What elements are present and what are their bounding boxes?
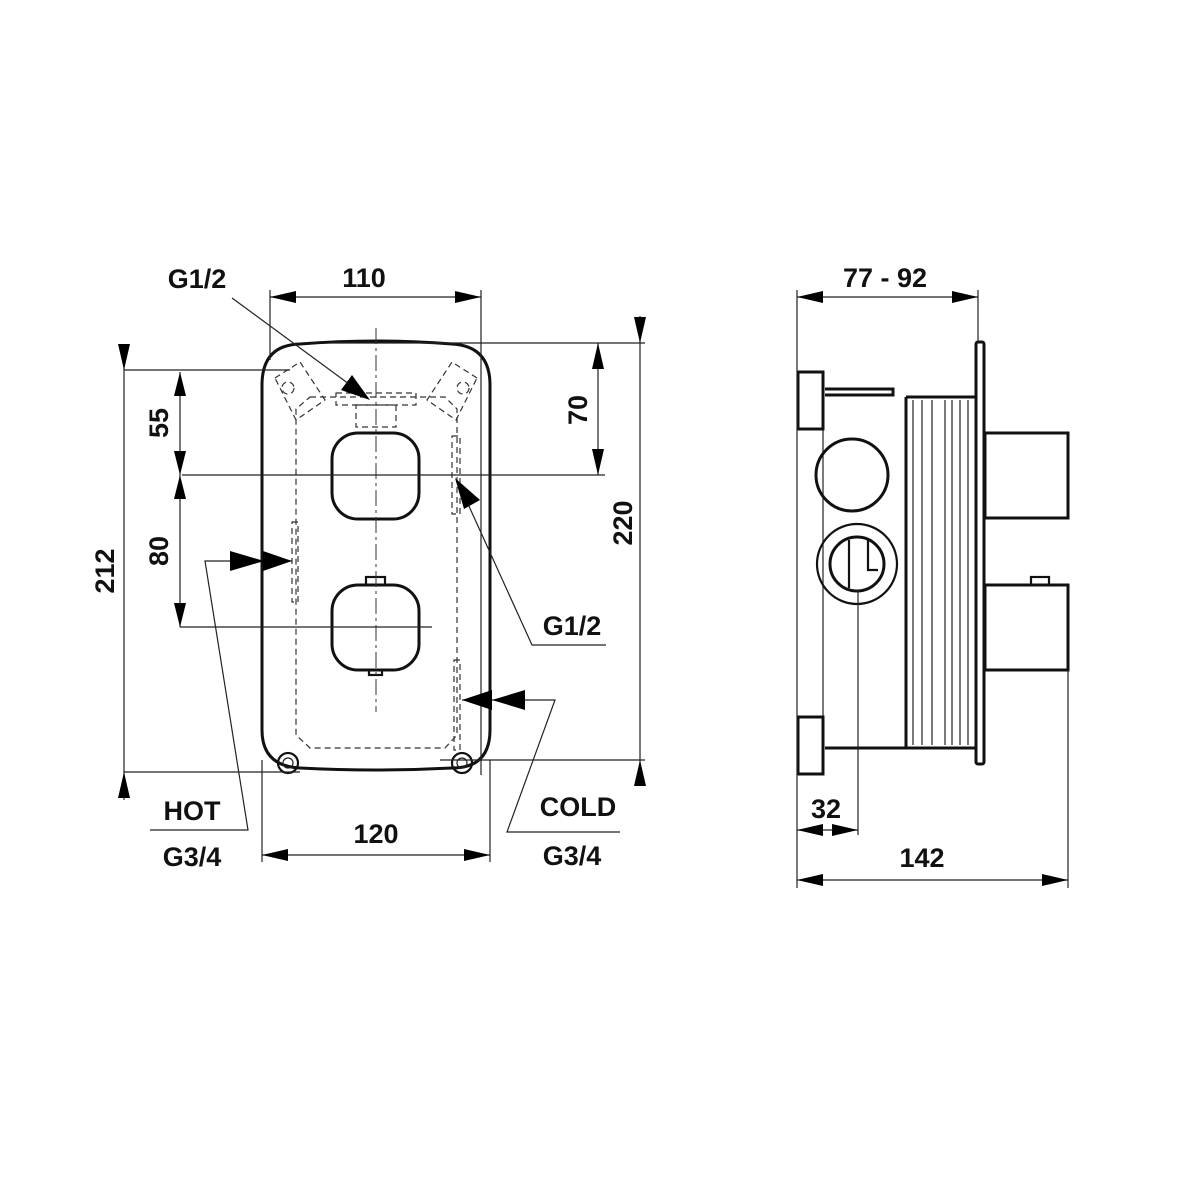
hot-label: HOT (164, 796, 222, 826)
lower-stem (983, 583, 1070, 672)
depth-142-label: 142 (899, 843, 944, 873)
side-dimensions (796, 290, 1069, 888)
width-120-label: 120 (353, 819, 398, 849)
front-dimensions (118, 290, 646, 862)
flange (974, 340, 986, 766)
dim-32-label: 32 (811, 794, 841, 824)
front-view (260, 328, 492, 775)
dim-55-label: 55 (144, 408, 174, 438)
top-inlet-label: G1/2 (168, 264, 227, 294)
cold-thread-label: G3/4 (543, 841, 602, 871)
cold-label: COLD (540, 792, 617, 822)
dim-80-label: 80 (144, 536, 174, 566)
cover-plate (260, 339, 492, 772)
side-outlet-label: G1/2 (543, 611, 602, 641)
hot-thread-label: G3/4 (163, 842, 222, 872)
height-212-label: 212 (90, 548, 120, 593)
depth-range-label: 77 - 92 (843, 263, 927, 293)
port-circle (814, 437, 890, 513)
hidden-body-outline (295, 396, 458, 749)
upper-stem (983, 431, 1070, 520)
side-view (796, 340, 1070, 776)
dim-70-label: 70 (563, 395, 593, 425)
diverter-ring (815, 522, 899, 606)
height-220-label: 220 (608, 500, 638, 545)
width-110-label: 110 (342, 263, 386, 293)
